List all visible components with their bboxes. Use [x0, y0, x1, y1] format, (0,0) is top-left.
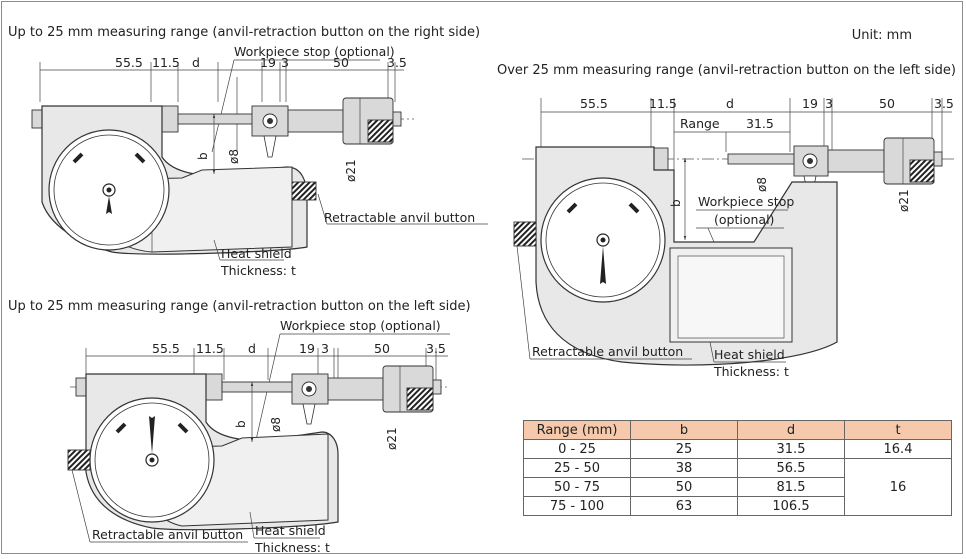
workpiece-stop-label: Workpiece stop (optional): [234, 44, 395, 59]
unit-label: Unit: mm: [852, 28, 912, 43]
dim-50: 50: [374, 341, 390, 356]
dim-d: d: [192, 55, 200, 70]
dim-11-5: 11.5: [196, 341, 224, 356]
table-row: 75 - 100 63 106.5: [523, 496, 952, 516]
cell-b: 63: [630, 496, 738, 516]
thickness-label: Thickness: t: [713, 364, 789, 379]
cell-b: 38: [630, 458, 738, 478]
cell-d: 81.5: [737, 477, 845, 497]
dim-phi8: ø8: [227, 149, 241, 164]
dim-55-5: 55.5: [152, 341, 180, 356]
ratchet-knurl: [367, 119, 394, 143]
diagram-title: Up to 25 mm measuring range (anvil-retra…: [8, 299, 471, 314]
retract-button-label: Retractable anvil button: [92, 527, 243, 542]
dim-phi8: ø8: [755, 177, 769, 192]
cell-d: 106.5: [737, 496, 845, 516]
dim-11-5: 11.5: [152, 55, 180, 70]
cell-t: 16.4: [844, 439, 952, 459]
dim-50: 50: [333, 55, 349, 70]
cell-b: 50: [630, 477, 738, 497]
cell-b: 25: [630, 439, 738, 459]
dim-3: 3: [321, 341, 329, 356]
diagram-title: Up to 25 mm measuring range (anvil-retra…: [8, 25, 480, 40]
header-range: Range (mm): [523, 420, 631, 440]
dim-b: b: [669, 199, 683, 207]
dim-3: 3: [825, 96, 833, 111]
dim-b: b: [234, 420, 248, 428]
retract-button: [513, 221, 537, 247]
dim-55-5: 55.5: [580, 96, 608, 111]
dim-phi21: ø21: [897, 189, 911, 212]
cell-range: 0 - 25: [523, 439, 631, 459]
dim-d: d: [248, 341, 256, 356]
dim-phi21: ø21: [344, 159, 358, 182]
dim-phi21: ø21: [385, 427, 399, 450]
dim-phi8: ø8: [269, 417, 283, 432]
dim-19: 19: [299, 341, 315, 356]
dim-3-5: 3.5: [934, 96, 954, 111]
table-header-row: Range (mm) b d t: [523, 420, 952, 440]
heat-shield-label: Heat shield: [221, 246, 292, 261]
workpiece-stop-label-1: Workpiece stop: [698, 194, 794, 209]
cell-range: 75 - 100: [523, 496, 631, 516]
diagram-top-left: Up to 25 mm measuring range (anvil-retra…: [8, 25, 488, 278]
table-row: 25 - 50 38 56.5 16: [523, 458, 952, 516]
dim-50: 50: [879, 96, 895, 111]
dim-3-5: 3.5: [426, 341, 446, 356]
thickness-label: Thickness: t: [220, 263, 296, 278]
dim-b: b: [196, 152, 210, 160]
retract-button: [291, 181, 317, 201]
retract-button: [67, 449, 91, 471]
thickness-label: Thickness: t: [254, 540, 330, 555]
dim-31-5: 31.5: [746, 116, 774, 131]
diagram-title: Over 25 mm measuring range (anvil-retrac…: [497, 63, 956, 78]
dim-55-5: 55.5: [115, 55, 143, 70]
diagram-bottom-left: Up to 25 mm measuring range (anvil-retra…: [8, 299, 471, 555]
spindle-lock: [161, 105, 179, 133]
header-d: d: [737, 420, 845, 440]
retract-button-label: Retractable anvil button: [532, 344, 683, 359]
cell-t: 16: [844, 458, 952, 516]
dim-range: Range: [680, 116, 720, 131]
header-b: b: [630, 420, 738, 440]
dim-11-5: 11.5: [649, 96, 677, 111]
diagram-right: Over 25 mm measuring range (anvil-retrac…: [497, 63, 957, 379]
cell-d: 56.5: [737, 458, 845, 478]
dim-19: 19: [260, 55, 276, 70]
ratchet-cap: [392, 111, 402, 127]
retract-button-label: Retractable anvil button: [324, 210, 475, 225]
spindle: [177, 113, 259, 125]
dim-3: 3: [281, 55, 289, 70]
cell-d: 31.5: [737, 439, 845, 459]
heat-shield-label: Heat shield: [714, 347, 785, 362]
cell-range: 25 - 50: [523, 458, 631, 478]
dim-d: d: [726, 96, 734, 111]
sleeve: [287, 109, 344, 133]
dim-3-5: 3.5: [387, 55, 407, 70]
workpiece-stop-label-2: (optional): [714, 212, 774, 227]
dim-19: 19: [802, 96, 818, 111]
table-row: 0 - 25 25 31.5 16.4: [523, 439, 952, 459]
cell-range: 50 - 75: [523, 477, 631, 497]
spec-table: Range (mm) b d t 0 - 25 25 31.5 16.4 25 …: [523, 420, 952, 516]
heat-shield-label: Heat shield: [255, 523, 326, 538]
header-t: t: [844, 420, 952, 440]
workpiece-stop-label: Workpiece stop (optional): [280, 318, 441, 333]
